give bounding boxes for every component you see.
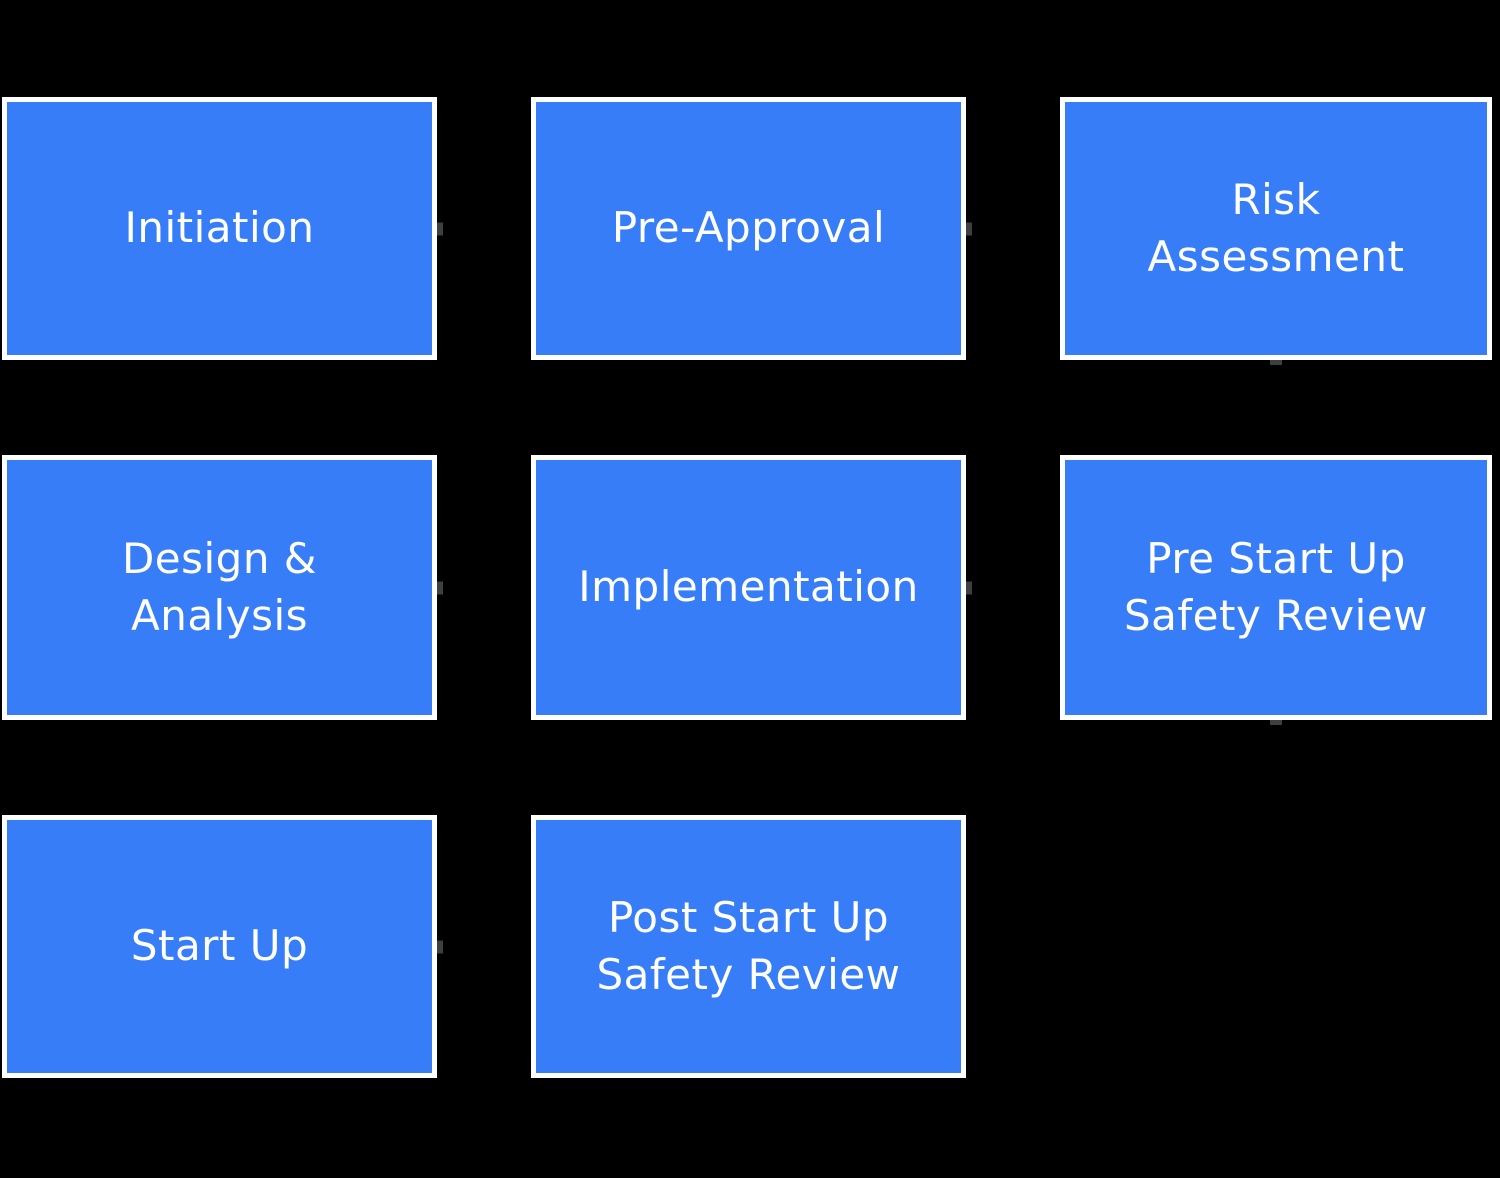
flow-step-label: Initiation	[124, 203, 315, 253]
connector-stub-right	[437, 581, 443, 594]
flow-step-post-start-up-safety-review: Post Start Up Safety Review	[531, 815, 966, 1078]
flow-step-pre-start-up-safety-review: Pre Start Up Safety Review	[1060, 455, 1492, 725]
flow-step-implementation: Implementation	[531, 455, 972, 720]
flow-step-label: Risk Assessment	[1147, 174, 1405, 281]
connector-stub-right	[437, 940, 443, 953]
flow-step-label: Pre-Approval	[611, 203, 886, 253]
flow-step-risk-assessment: Risk Assessment	[1060, 97, 1492, 365]
flow-step-initiation: Initiation	[2, 97, 443, 360]
connector-stub-bottom	[1270, 720, 1282, 725]
connector-stub-right	[966, 581, 972, 594]
flow-step-label: Start Up	[130, 921, 309, 971]
flow-step-design-analysis: Design & Analysis	[2, 455, 443, 720]
flow-step-label: Post Start Up Safety Review	[596, 892, 901, 999]
connector-stub-right	[437, 222, 443, 235]
flowchart-grid: Initiation Pre-Approval Risk Assessment …	[2, 97, 1492, 1078]
flow-step-label: Pre Start Up Safety Review	[1123, 533, 1429, 640]
flow-step-pre-approval: Pre-Approval	[531, 97, 972, 360]
flow-step-start-up: Start Up	[2, 815, 443, 1078]
connector-stub-bottom	[1270, 360, 1282, 365]
flow-step-label: Design & Analysis	[121, 533, 318, 640]
flow-step-label: Implementation	[578, 562, 919, 612]
connector-stub-right	[966, 222, 972, 235]
